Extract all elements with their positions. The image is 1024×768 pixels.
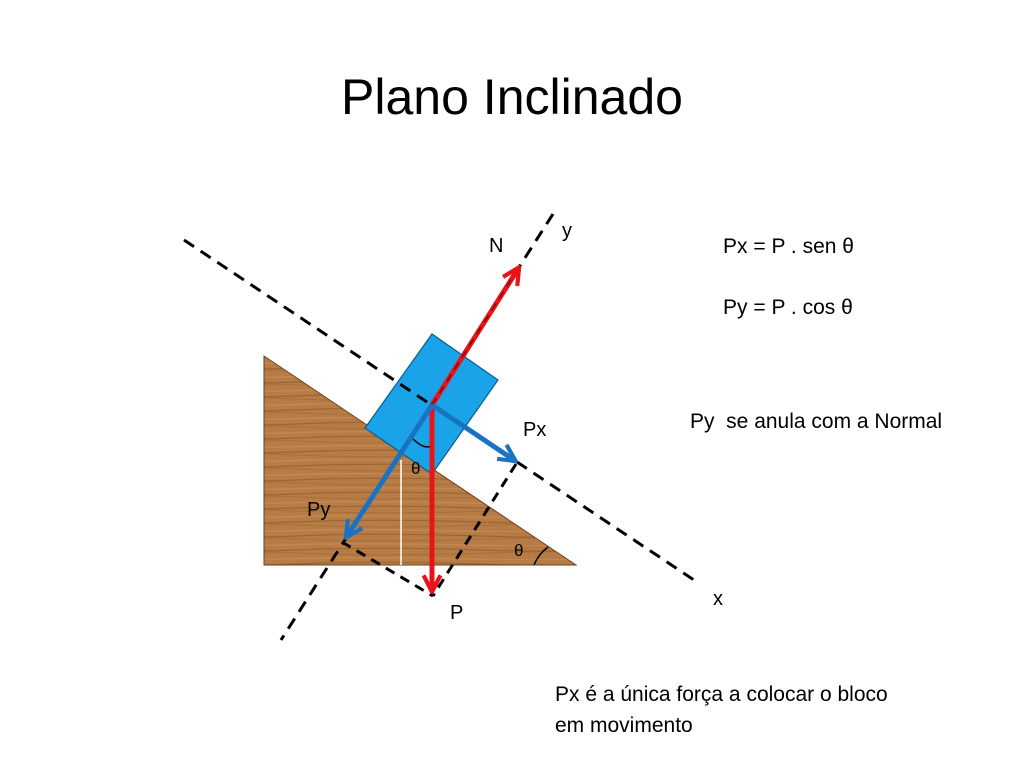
label-theta-base: θ bbox=[514, 541, 524, 560]
note-normal-cancel: Py se anula com a Normal bbox=[690, 410, 943, 433]
label-normal: N bbox=[489, 235, 504, 257]
label-px: Px bbox=[523, 419, 547, 441]
note-motion-line1: Px é a única força a colocar o bloco bbox=[555, 683, 888, 706]
equation-px: Px = P . sen θ bbox=[723, 235, 854, 258]
py-component-arrow bbox=[347, 403, 435, 536]
label-x-axis: x bbox=[713, 588, 723, 610]
equation-py: Py = P . cos θ bbox=[723, 296, 853, 319]
label-weight: P bbox=[450, 602, 464, 624]
px-projection-dashed bbox=[431, 463, 518, 597]
normal-force-arrow bbox=[429, 269, 518, 407]
base-angle-arc bbox=[533, 546, 549, 566]
normal-force-arrow-overlay bbox=[431, 274, 515, 406]
note-motion-line2: em movimento bbox=[555, 714, 693, 737]
px-component-arrow bbox=[430, 402, 514, 460]
slide-title: Plano Inclinado bbox=[341, 69, 683, 125]
label-theta-block: θ bbox=[411, 459, 421, 478]
py-projection-dashed bbox=[341, 540, 434, 598]
label-y-axis: y bbox=[562, 220, 572, 242]
label-py: Py bbox=[307, 499, 331, 521]
